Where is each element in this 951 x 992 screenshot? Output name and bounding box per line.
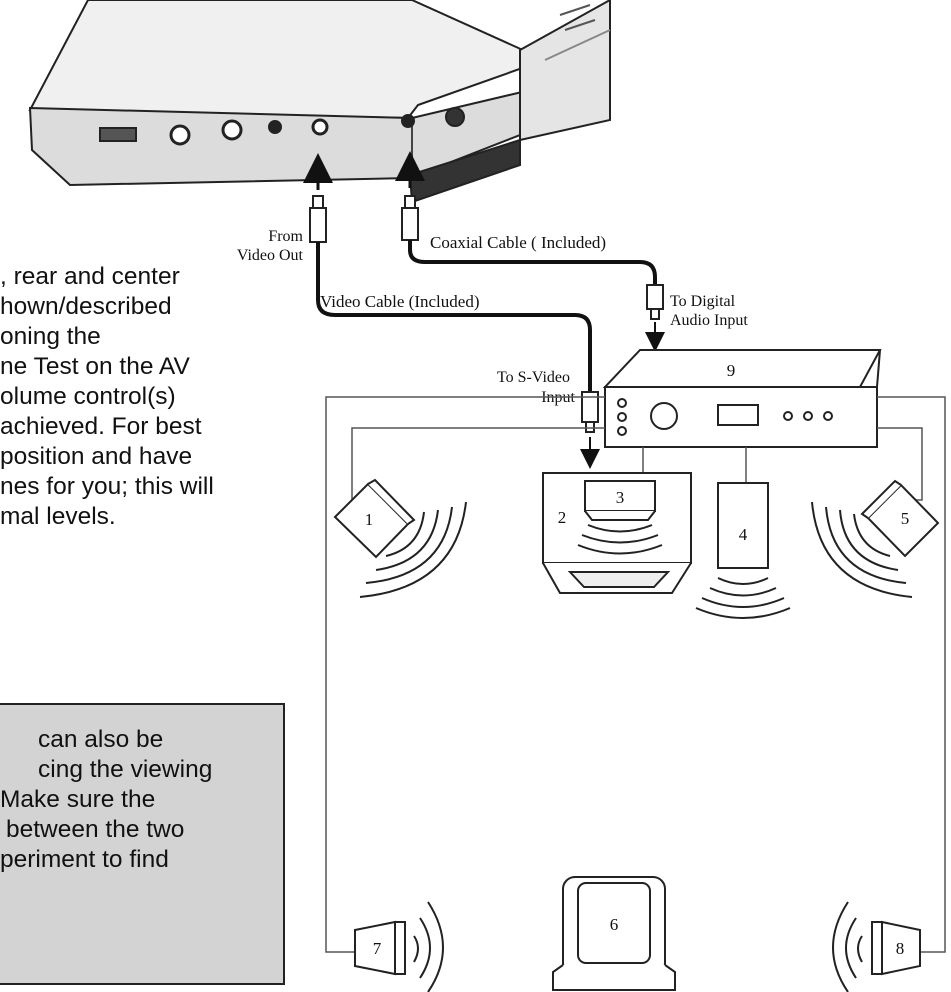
coax-cable (408, 240, 657, 285)
coaxial-cable-label: Coaxial Cable ( Included) (430, 233, 606, 252)
note-line: Make sure the (0, 786, 156, 813)
center-speaker (577, 480, 663, 555)
from-video-out-label: From (268, 228, 303, 245)
subwoofer-number: 4 (739, 525, 748, 544)
front-right-number: 5 (901, 509, 910, 528)
from-video-out-label: Video Out (237, 247, 304, 264)
video-plug (309, 195, 327, 243)
av-receiver (602, 349, 882, 448)
rear-left-number: 7 (373, 939, 382, 958)
note-box: can also be cing the viewing Make sure t… (0, 703, 285, 985)
to-digital-label: Audio Input (670, 312, 748, 329)
note-line: periment to find (0, 846, 169, 873)
rear-right-number: 8 (896, 939, 905, 958)
rear-left-speaker (354, 901, 444, 992)
note-line: cing the viewing (38, 756, 213, 783)
center-number: 3 (616, 488, 625, 507)
front-left-number: 1 (365, 510, 374, 529)
front-right-speaker (811, 479, 940, 598)
to-svideo-label: To S-Video (497, 369, 570, 386)
seat-number: 6 (610, 915, 619, 934)
body-line: achieved. For best (0, 413, 202, 440)
body-line: ne Test on the AV (0, 353, 190, 380)
note-line: can also be (38, 726, 164, 753)
subwoofer (695, 482, 791, 619)
body-line: mal levels. (0, 503, 116, 530)
note-line: between the two (6, 816, 185, 843)
to-digital-label: To Digital (670, 293, 736, 310)
dvd-player (28, 0, 611, 204)
video-cable (316, 242, 592, 392)
body-line: position and have (0, 443, 193, 470)
receiver-number: 9 (727, 361, 736, 380)
front-left-speaker (333, 478, 467, 598)
tv-number: 2 (558, 508, 567, 527)
video-cable-label: Video Cable (Included) (320, 292, 479, 311)
body-line: oning the (0, 323, 101, 350)
body-line: olume control(s) (0, 383, 176, 410)
seat (552, 876, 676, 991)
rear-right-speaker (832, 901, 921, 992)
body-line: , rear and center (0, 263, 180, 290)
body-text: , rear and center hown/described oning t… (0, 262, 300, 532)
body-line: nes for you; this will (0, 473, 214, 500)
coax-plug (401, 195, 419, 241)
body-line: hown/described (0, 293, 172, 320)
